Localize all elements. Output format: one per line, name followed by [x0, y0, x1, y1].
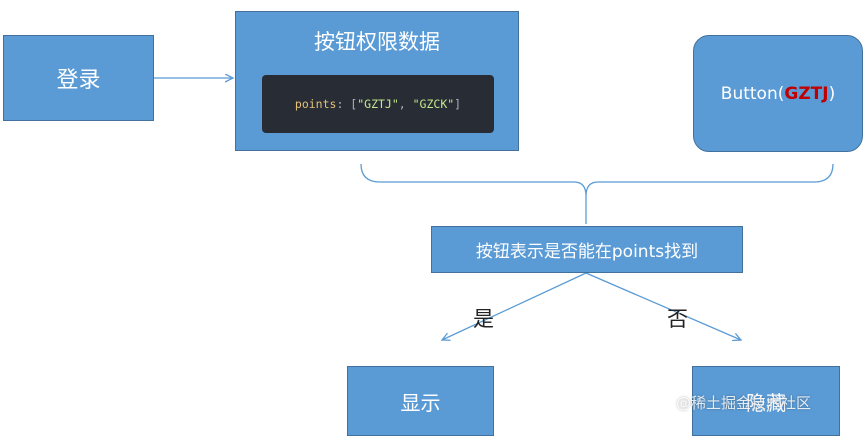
code-key: points	[294, 97, 337, 111]
code-snippet: points: ["GZTJ", "GZCK"]	[262, 75, 494, 133]
button-suffix: )	[828, 83, 836, 104]
code-value-1: "GZTJ"	[357, 97, 399, 111]
button-node: Button(GZTJ)	[693, 35, 863, 152]
login-node: 登录	[3, 35, 154, 121]
login-label: 登录	[56, 68, 101, 93]
permission-data-node: 按钮权限数据 points: ["GZTJ", "GZCK"]	[235, 11, 519, 151]
show-node: 显示	[347, 366, 494, 436]
yes-arrow	[442, 272, 587, 340]
code-colon: : [	[336, 97, 358, 111]
button-permission-code: GZTJ	[784, 83, 829, 104]
no-arrow	[585, 272, 741, 340]
permission-data-title: 按钮权限数据	[314, 30, 440, 54]
hide-node: 隐藏	[692, 366, 840, 436]
check-points-label: 按钮表示是否能在points找到	[475, 242, 699, 262]
watermark: @稀土掘金技术社区	[676, 394, 812, 412]
code-value-2: "GZCK"	[412, 97, 455, 111]
code-bracket: ]	[454, 97, 462, 111]
button-prefix: Button(	[720, 83, 785, 104]
no-label: 否	[667, 307, 688, 331]
show-label: 显示	[400, 390, 441, 415]
code-comma: ,	[398, 97, 413, 111]
button-node-label: Button(GZTJ)	[721, 84, 835, 104]
grouping-brace	[360, 163, 834, 197]
yes-label: 是	[473, 307, 494, 331]
hide-label: 隐藏	[746, 390, 786, 415]
check-points-node: 按钮表示是否能在points找到	[431, 226, 743, 273]
